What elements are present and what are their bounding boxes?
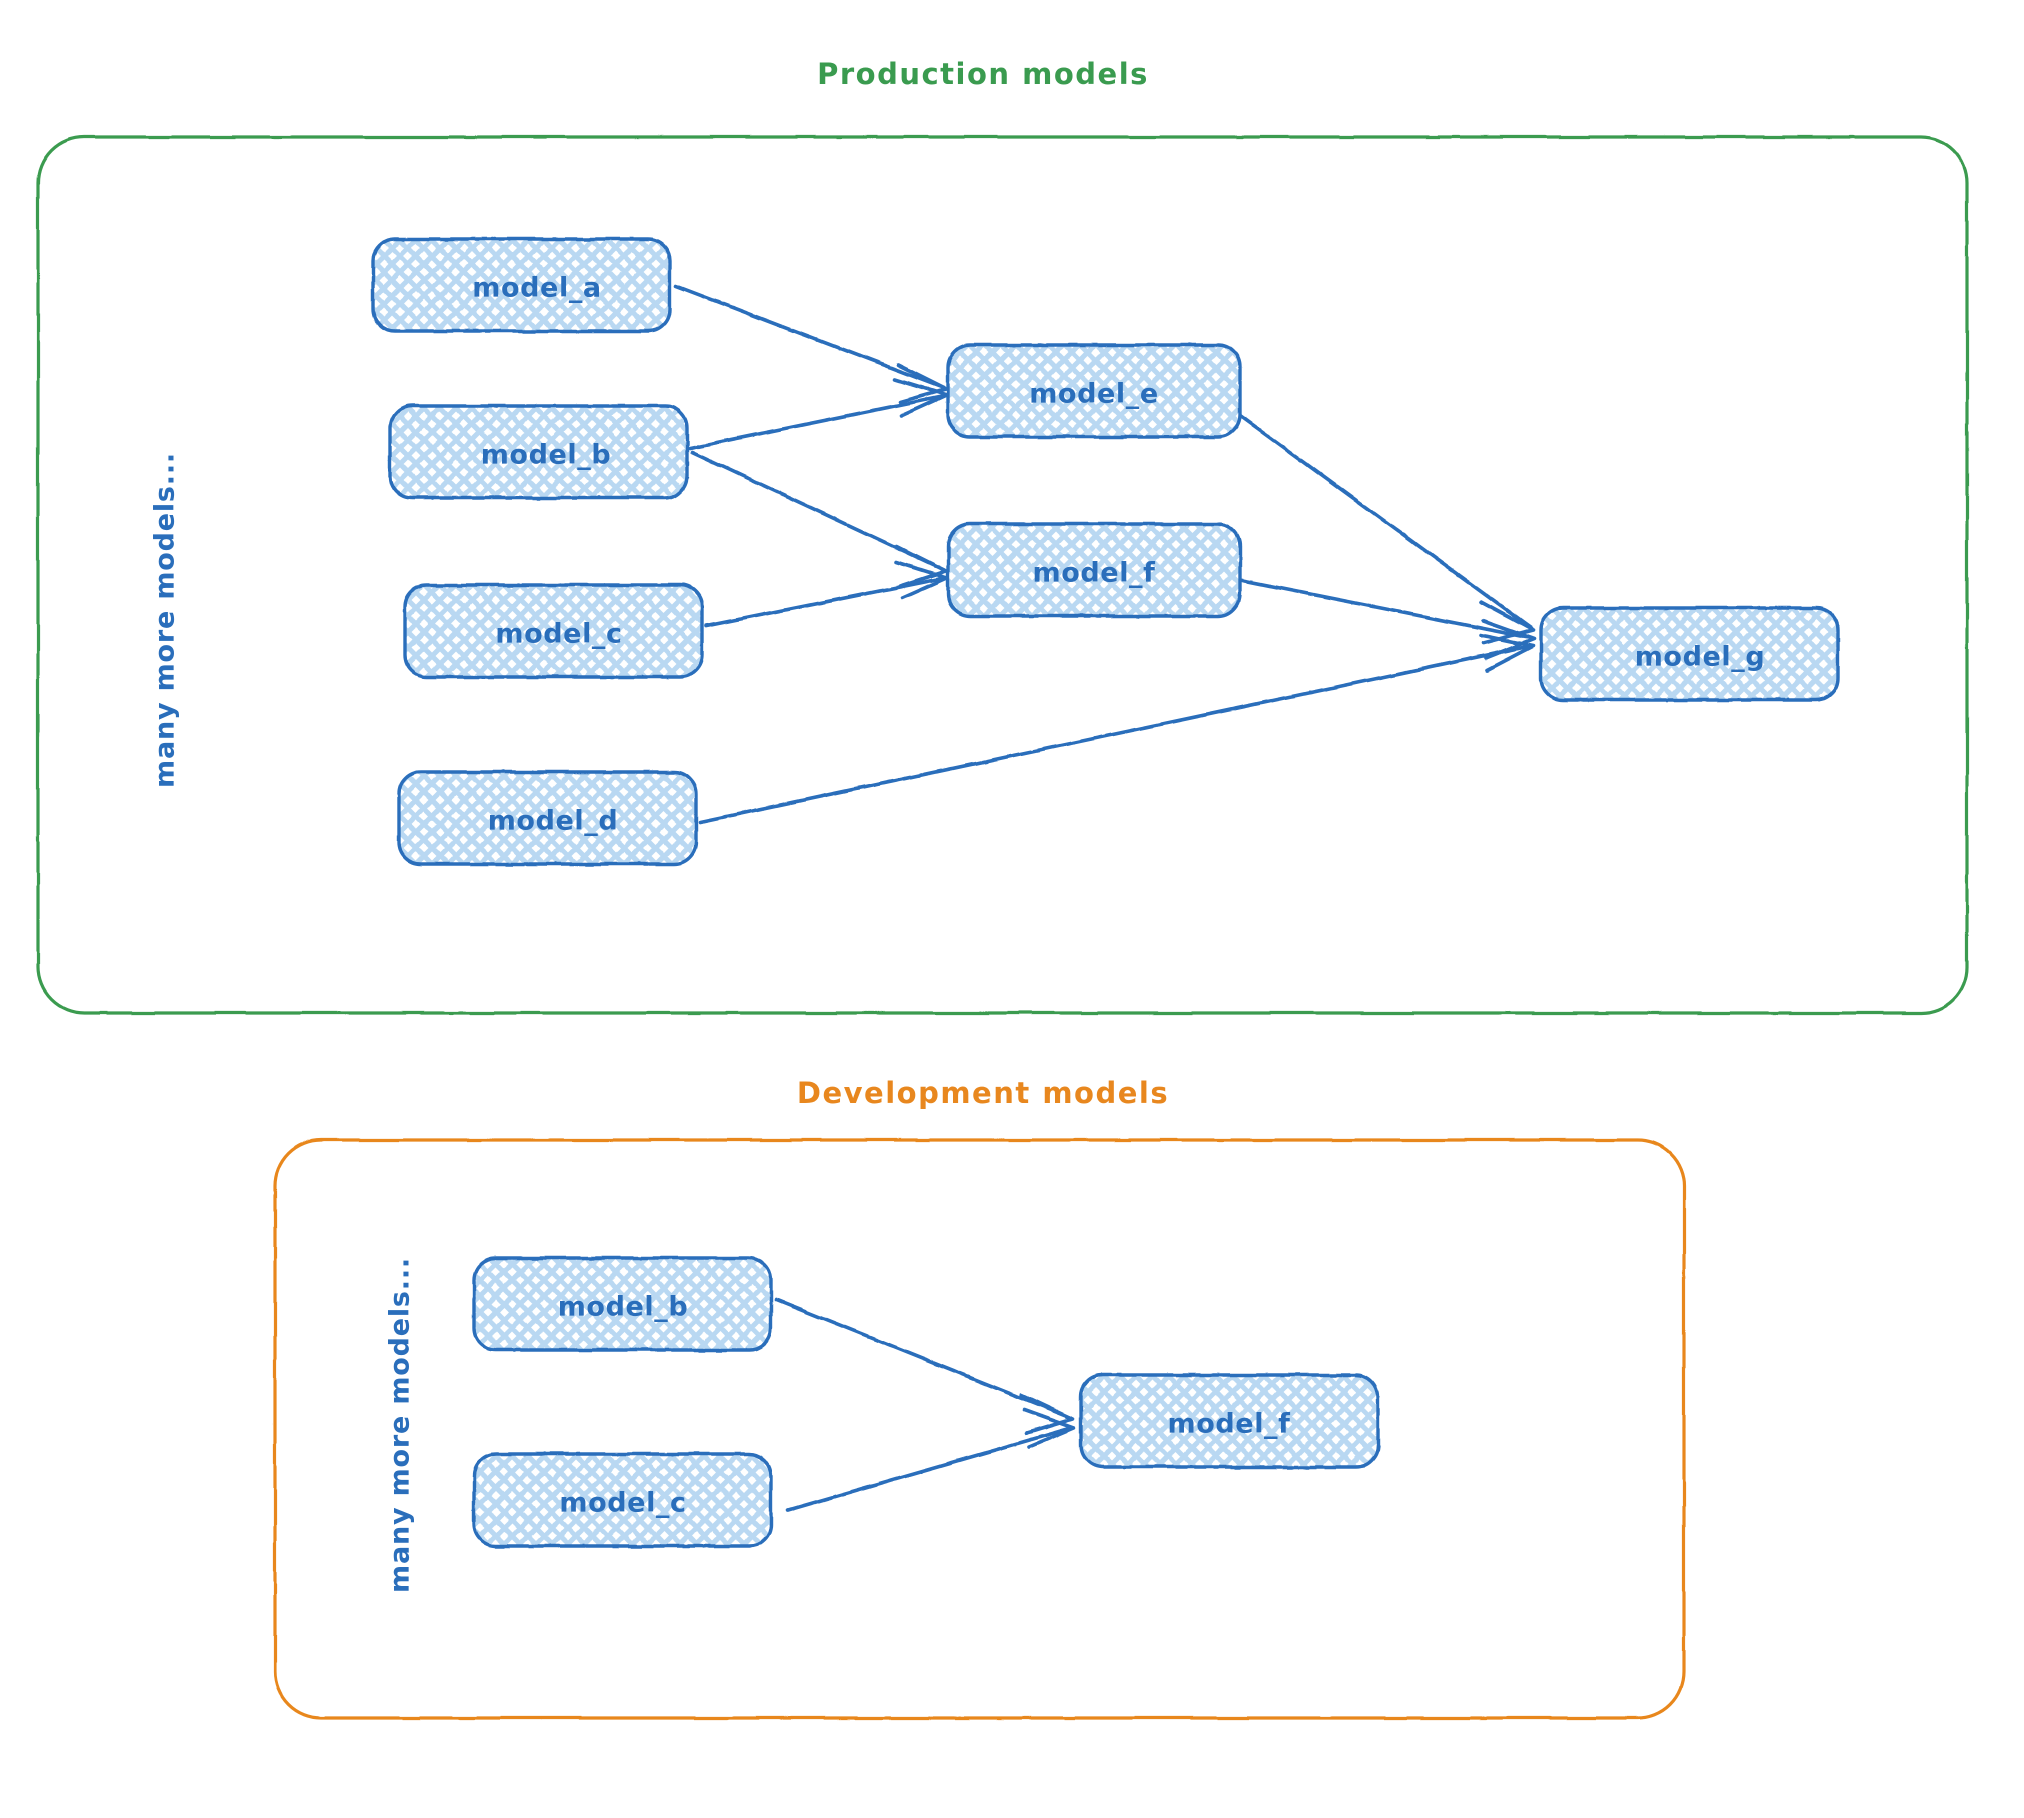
node-model-e[interactable]: [946, 343, 1242, 439]
production-edges: [674, 284, 1536, 824]
production-group-title: Production models: [817, 57, 1149, 91]
edge-model-d-to-model-g: [698, 633, 1535, 824]
edge-dev-model-b-to-model-f: [774, 1298, 1075, 1435]
node-dev-model-c[interactable]: [472, 1452, 773, 1548]
development-group-container: [273, 1138, 1686, 1720]
edge-model-f-to-model-g: [1238, 578, 1536, 660]
production-many-more-models-note: many more models...: [149, 452, 181, 788]
development-edges: [774, 1298, 1076, 1512]
node-model-f[interactable]: [946, 522, 1242, 618]
production-nodes: [371, 237, 1840, 866]
edge-model-c-to-model-f: [704, 560, 949, 628]
edge-model-a-to-model-e: [674, 284, 948, 404]
edge-model-b-to-model-e: [688, 377, 949, 450]
node-model-b[interactable]: [388, 404, 689, 500]
node-model-g[interactable]: [1539, 606, 1840, 702]
edge-dev-model-c-to-model-f: [786, 1408, 1076, 1512]
node-dev-model-f[interactable]: [1079, 1373, 1380, 1469]
node-model-c[interactable]: [403, 583, 704, 679]
development-nodes: [472, 1256, 1380, 1548]
node-model-a[interactable]: [371, 237, 672, 333]
node-dev-model-b[interactable]: [472, 1256, 773, 1352]
edge-model-b-to-model-f: [690, 450, 948, 588]
development-many-more-models-note: many more models...: [384, 1257, 416, 1593]
node-model-d[interactable]: [397, 770, 698, 866]
production-group-container: [36, 135, 1969, 1015]
development-group-title: Development models: [796, 1076, 1170, 1110]
